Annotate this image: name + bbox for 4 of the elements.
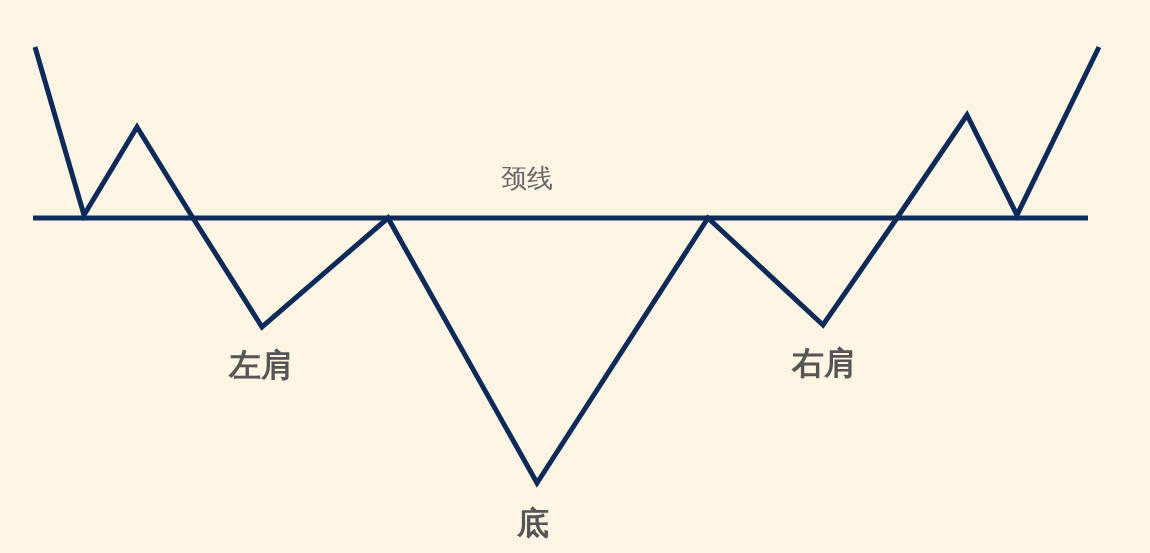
neckline-label: 颈线 — [501, 161, 553, 195]
right-shoulder-label: 右肩 — [792, 343, 856, 384]
left-shoulder-label: 左肩 — [229, 345, 293, 386]
bottom-label: 底 — [517, 503, 549, 544]
